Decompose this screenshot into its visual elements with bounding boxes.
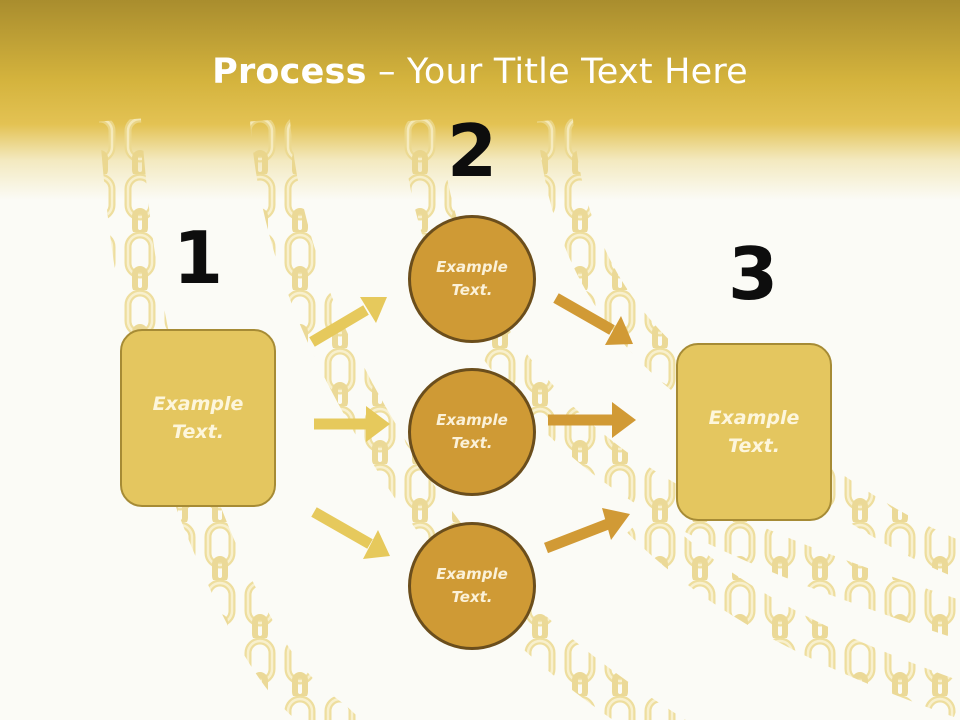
title-rest: – Your Title Text Here [366, 52, 748, 92]
slide-title: Process – Your Title Text Here [0, 52, 960, 92]
right-text-box: Example Text. [676, 343, 832, 521]
right-box-text: Example Text. [708, 406, 800, 458]
arrow-left-to-center [314, 406, 390, 442]
title-bold: Process [212, 52, 367, 92]
left-box-text: Example Text. [152, 392, 244, 444]
step-number-1: 1 [172, 216, 224, 300]
arrow-left-to-top [309, 297, 387, 347]
step-number-2: 2 [446, 109, 498, 193]
arrow-center-to-right [548, 402, 636, 438]
header-band [0, 0, 960, 200]
arrow-top-to-right [553, 293, 633, 345]
left-text-box: Example Text. [120, 329, 276, 507]
middle-circle-bottom: Example Text. [408, 522, 536, 650]
step-number-3: 3 [727, 232, 779, 316]
arrow-bottom-to-right [544, 508, 630, 554]
middle-circle-center: Example Text. [408, 368, 536, 496]
arrow-left-to-bottom [311, 507, 390, 559]
middle-circle-top: Example Text. [408, 215, 536, 343]
circle-text: Example Text. [436, 410, 508, 452]
circle-text: Example Text. [436, 257, 508, 299]
circle-text: Example Text. [436, 564, 508, 606]
